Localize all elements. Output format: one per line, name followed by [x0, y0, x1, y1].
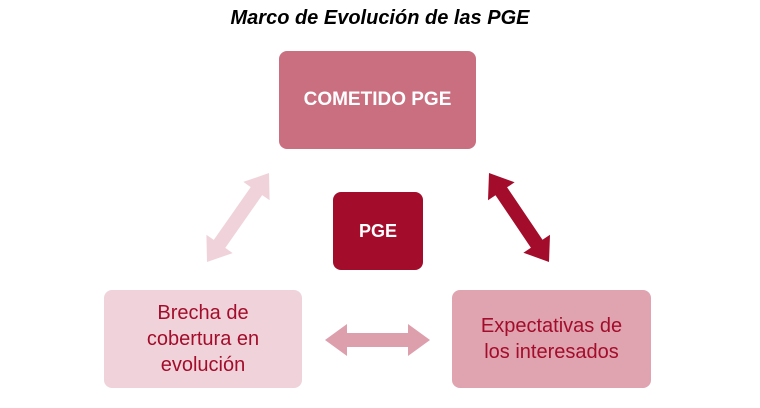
- node-brecha-cobertura-label: Brecha de cobertura en evolución: [146, 302, 260, 376]
- diagram-title: Marco de Evolución de las PGE: [230, 7, 530, 29]
- node-pge-center-label: PGE: [358, 220, 397, 241]
- double-arrow-icon: [206, 173, 270, 262]
- node-expectativas-interesados: Expectativas de los interesados: [452, 290, 651, 388]
- node-cometido-pge: COMETIDO PGE: [279, 51, 476, 149]
- node-pge-center: PGE: [333, 192, 423, 270]
- node-cometido-pge-label: COMETIDO PGE: [303, 89, 452, 110]
- double-arrow-icon: [488, 173, 550, 262]
- node-expectativas-interesados-label: Expectativas de los interesados: [480, 315, 623, 363]
- node-brecha-cobertura: Brecha de cobertura en evolución: [104, 290, 302, 388]
- double-arrow-icon: [325, 324, 430, 356]
